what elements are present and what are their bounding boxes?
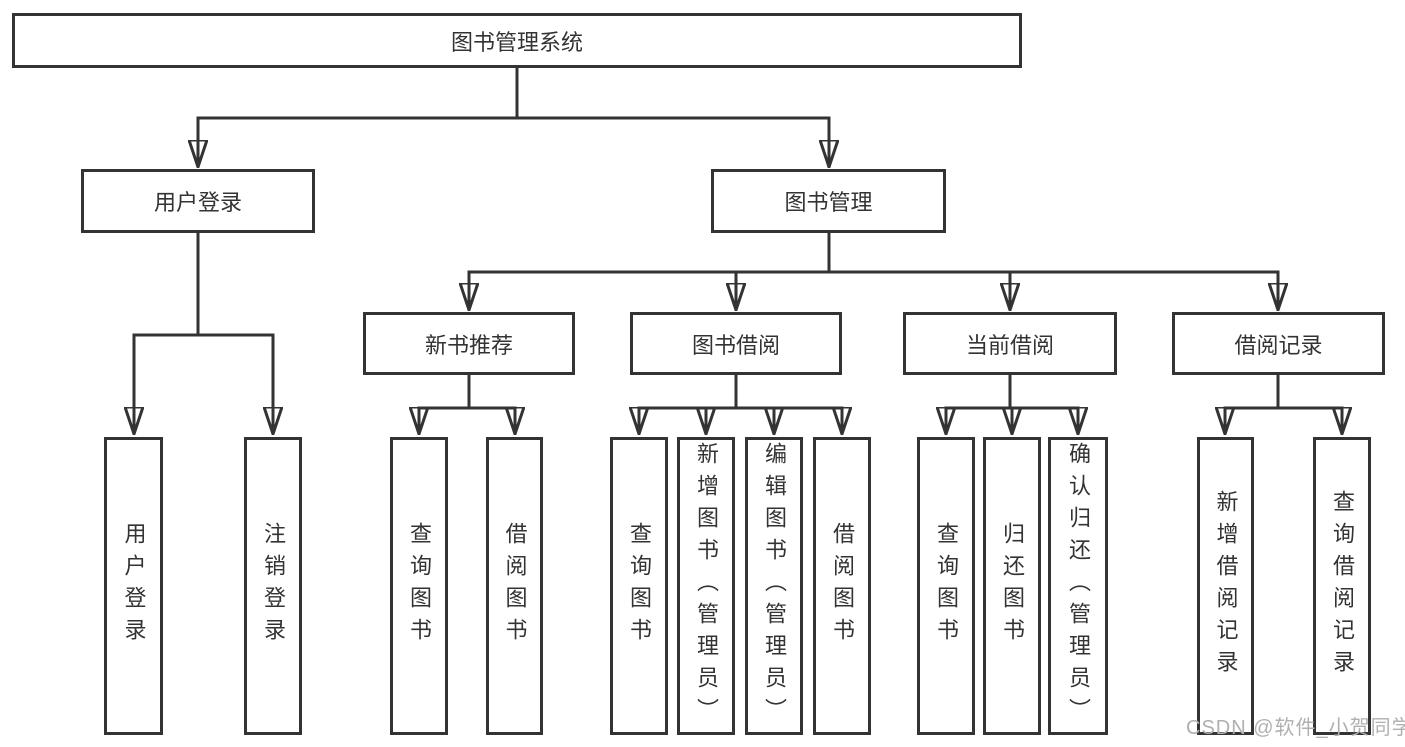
connector-records-trunk bbox=[1223, 373, 1344, 410]
node-label: 图书借阅 bbox=[691, 332, 780, 358]
csdn-watermark: CSDN @软件_小贺同学 bbox=[1186, 717, 1405, 739]
connector-current-trunk bbox=[944, 373, 1080, 410]
leaf-add-book-admin: 新增图书（管理员） bbox=[677, 437, 735, 735]
node-label: 新书推荐 bbox=[424, 332, 513, 358]
leaf-query-books-borrow: 查询图书 bbox=[610, 437, 668, 735]
node-label: 编辑图书（管理员） bbox=[762, 442, 787, 730]
node-label: 归还图书 bbox=[1000, 522, 1025, 650]
leaf-query-borrow-record: 查询借阅记录 bbox=[1313, 437, 1371, 735]
node-label: 查询图书 bbox=[627, 522, 652, 650]
leaf-borrow-books-recommend: 借阅图书 bbox=[486, 437, 543, 735]
leaf-edit-book-admin: 编辑图书（管理员） bbox=[745, 437, 803, 735]
node-label: 查询图书 bbox=[407, 522, 432, 650]
leaf-borrow-books: 借阅图书 bbox=[813, 437, 871, 735]
node-current-borrow: 当前借阅 bbox=[903, 312, 1117, 375]
node-label: 图书管理系统 bbox=[450, 29, 583, 55]
leaf-query-books-current: 查询图书 bbox=[917, 437, 975, 735]
node-label: 新增图书（管理员） bbox=[694, 442, 719, 730]
connector-borrow-trunk bbox=[637, 373, 844, 410]
leaf-return-book: 归还图书 bbox=[983, 437, 1041, 735]
node-library-system: 图书管理系统 bbox=[12, 13, 1022, 68]
node-label: 新增借阅记录 bbox=[1213, 490, 1239, 682]
node-label: 确认归还（管理员） bbox=[1066, 442, 1091, 730]
node-label: 借阅记录 bbox=[1234, 332, 1323, 358]
node-user-login: 用户登录 bbox=[81, 169, 315, 233]
node-label: 注销登录 bbox=[261, 522, 286, 650]
node-label: 查询图书 bbox=[934, 522, 959, 650]
connector-book-mgmt-trunk bbox=[467, 231, 1280, 274]
leaf-logout: 注销登录 bbox=[244, 437, 302, 735]
node-label: 借阅图书 bbox=[830, 522, 855, 650]
node-label: 当前借阅 bbox=[965, 332, 1054, 358]
node-new-book-recommend: 新书推荐 bbox=[363, 312, 575, 375]
node-book-management: 图书管理 bbox=[711, 169, 946, 233]
node-label: 用户登录 bbox=[121, 522, 147, 650]
node-label: 图书管理 bbox=[784, 190, 873, 215]
leaf-user-login: 用户登录 bbox=[104, 437, 163, 735]
node-label: 用户登录 bbox=[153, 190, 242, 215]
connector-user-login-trunk bbox=[132, 231, 275, 337]
leaf-confirm-return-admin: 确认归还（管理员） bbox=[1048, 437, 1108, 735]
leaf-query-books-recommend: 查询图书 bbox=[390, 437, 448, 735]
connector-root-trunk bbox=[196, 66, 831, 120]
leaf-add-borrow-record: 新增借阅记录 bbox=[1197, 437, 1254, 735]
connector-recommend-trunk bbox=[417, 373, 517, 410]
node-book-borrow: 图书借阅 bbox=[630, 312, 842, 375]
node-label: 借阅图书 bbox=[502, 522, 528, 650]
node-label: 查询借阅记录 bbox=[1330, 490, 1355, 682]
node-borrow-records: 借阅记录 bbox=[1172, 312, 1385, 375]
